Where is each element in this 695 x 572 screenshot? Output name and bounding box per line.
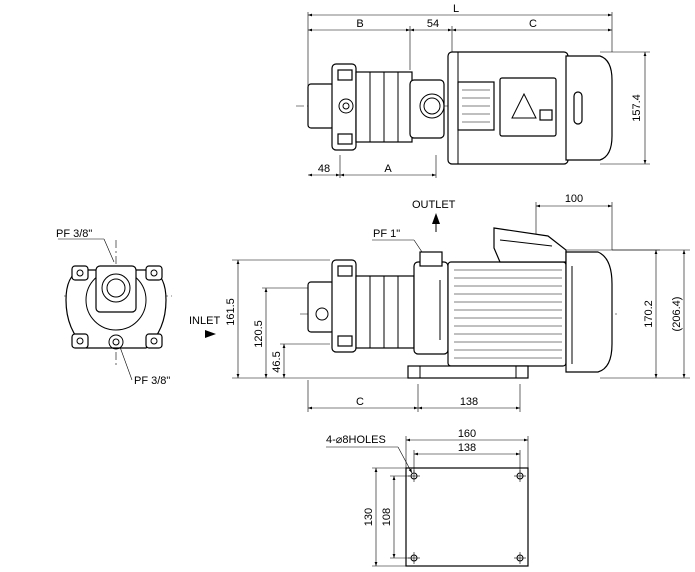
- side-view: OUTLET PF 1" 100 161.5 120.5 46.5 INLET …: [189, 193, 690, 412]
- dim-l: L: [453, 3, 459, 15]
- dim-b: B: [356, 18, 363, 30]
- dim-48: 48: [318, 163, 330, 175]
- pf-top-label: PF 3/8": [56, 228, 92, 240]
- dim-161-5: 161.5: [225, 298, 237, 326]
- dim-54: 54: [427, 18, 439, 30]
- dim-120-5: 120.5: [253, 320, 265, 348]
- base-view: 160 138 130 108 4-⌀8HOLES: [326, 428, 529, 567]
- dim-a: A: [384, 163, 392, 175]
- dim-100: 100: [565, 193, 583, 205]
- motor-fins: [454, 269, 562, 359]
- holes-label: 4-⌀8HOLES: [326, 434, 386, 446]
- dim-138-side: 138: [460, 396, 478, 408]
- inlet-label: INLET: [189, 315, 220, 327]
- dim-c-top: C: [529, 18, 537, 30]
- outlet-label: OUTLET: [412, 199, 456, 211]
- front-view: PF 3/8" PF 3/8": [56, 228, 172, 387]
- top-view: L B 54 C 48 A 157.4: [296, 3, 650, 178]
- dim-157-4: 157.4: [631, 94, 643, 122]
- dim-160: 160: [458, 428, 476, 440]
- dim-130: 130: [363, 508, 375, 526]
- dim-108: 108: [381, 508, 393, 526]
- dim-138-base: 138: [458, 442, 476, 454]
- dim-46-5: 46.5: [271, 351, 283, 372]
- pf-bottom-label: PF 3/8": [134, 375, 170, 387]
- pf-1-label: PF 1": [373, 228, 400, 240]
- dim-170-2: 170.2: [643, 300, 655, 328]
- dim-206-4: (206.4): [671, 297, 683, 332]
- dim-c-side: C: [356, 396, 364, 408]
